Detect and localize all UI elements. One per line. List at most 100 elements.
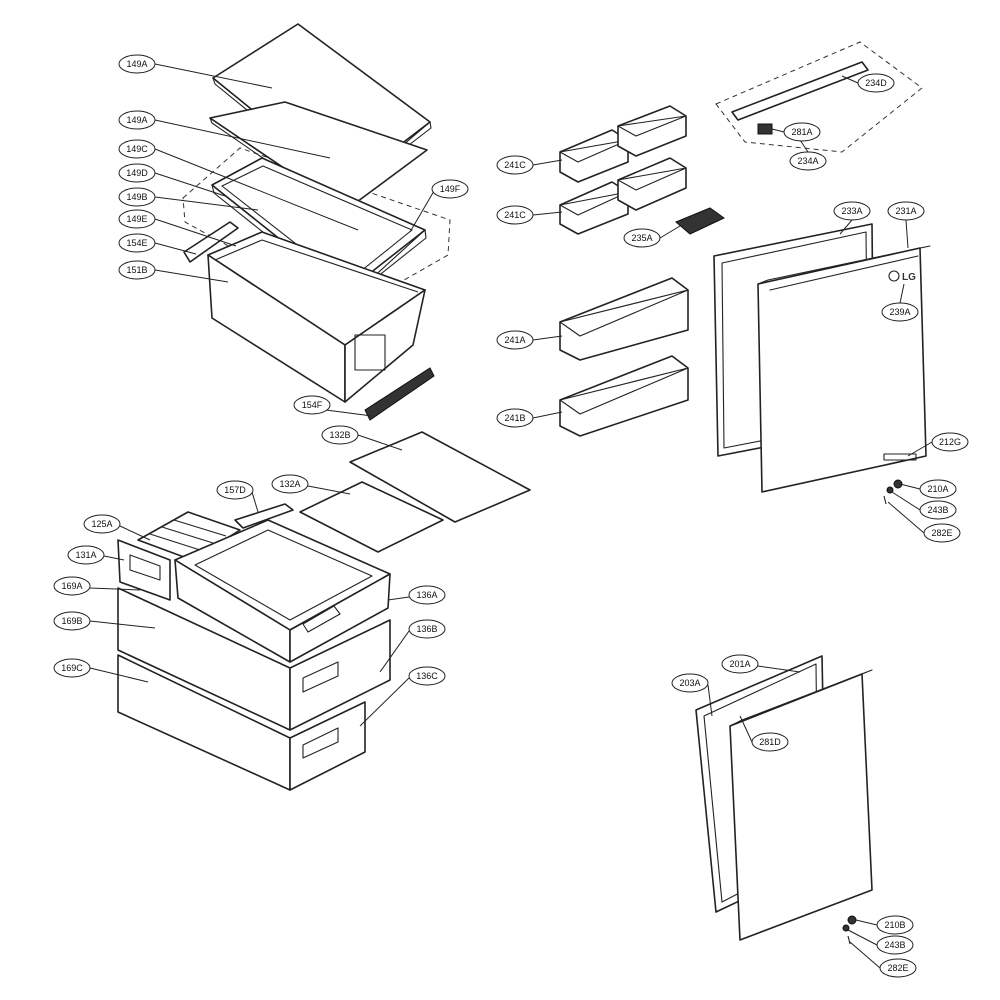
vent-grille — [364, 367, 435, 421]
callout-bubbles: 149A 149A 149C 149D 149B 149E 154E 151B … — [53, 54, 969, 978]
fresh-food-door: LG — [713, 223, 931, 505]
svg-text:282E: 282E — [931, 528, 952, 538]
leader-line — [154, 218, 237, 247]
svg-text:132B: 132B — [329, 430, 350, 440]
drawer-bottom-side — [289, 701, 366, 791]
door-bin-small-2 — [617, 105, 687, 157]
leader-line — [89, 587, 141, 591]
leader-line — [841, 75, 859, 84]
leader-line — [307, 485, 351, 495]
callout-212g: 212G — [931, 432, 969, 452]
svg-text:203A: 203A — [679, 678, 700, 688]
leader-line — [89, 667, 149, 683]
svg-text:149C: 149C — [126, 144, 148, 154]
svg-text:149A: 149A — [126, 59, 147, 69]
hinge-210b — [847, 915, 857, 925]
leader-line — [887, 501, 925, 534]
callout-136b: 136B — [408, 619, 446, 639]
svg-text:169A: 169A — [61, 581, 82, 591]
leader-line — [359, 677, 410, 727]
callout-243b-lower: 243B — [876, 935, 914, 955]
svg-text:149D: 149D — [126, 168, 148, 178]
leader-line — [532, 159, 563, 166]
svg-text:234D: 234D — [865, 78, 887, 88]
callout-282e-upper: 282E — [923, 523, 961, 543]
callout-234a: 234A — [789, 151, 827, 171]
callout-234d: 234D — [857, 73, 895, 93]
callout-149d: 149D — [118, 163, 156, 183]
leader-line — [532, 335, 563, 341]
hinge-cap-281a — [757, 123, 773, 135]
leader-line — [771, 128, 785, 133]
callout-201a: 201A — [721, 654, 759, 674]
callout-210b: 210B — [876, 915, 914, 935]
leader-line — [849, 941, 881, 969]
svg-text:239A: 239A — [889, 307, 910, 317]
callout-136c: 136C — [408, 666, 446, 686]
door-panel-upper — [757, 247, 927, 493]
callout-241a: 241A — [496, 330, 534, 350]
callout-154f: 154F — [293, 395, 331, 415]
leader-line — [154, 148, 359, 231]
leader-line — [905, 219, 909, 249]
svg-text:241B: 241B — [504, 413, 525, 423]
drawer-top-side — [289, 573, 391, 663]
callout-281d: 281D — [751, 732, 789, 752]
leader-line — [154, 63, 273, 89]
callout-149b: 149B — [118, 187, 156, 207]
door-bins — [559, 105, 725, 437]
leader-lines — [89, 63, 933, 969]
callout-281a: 281A — [783, 122, 821, 142]
svg-text:201A: 201A — [729, 659, 750, 669]
callout-149f: 149F — [431, 179, 469, 199]
callout-231a: 231A — [887, 201, 925, 221]
callout-282e-lower: 282E — [879, 958, 917, 978]
door-bin-large-a — [559, 277, 689, 361]
svg-text:282E: 282E — [887, 963, 908, 973]
callout-125a: 125A — [83, 514, 121, 534]
svg-text:132A: 132A — [279, 479, 300, 489]
svg-text:149A: 149A — [126, 115, 147, 125]
callout-241c-lower: 241C — [496, 205, 534, 225]
svg-text:281A: 281A — [791, 127, 812, 137]
callout-157d: 157D — [216, 480, 254, 500]
callout-241b: 241B — [496, 408, 534, 428]
callout-136a: 136A — [408, 585, 446, 605]
leader-line — [739, 715, 753, 743]
leader-line — [757, 665, 801, 673]
door-handle-212g — [883, 453, 917, 461]
callout-203a: 203A — [671, 673, 709, 693]
leader-line — [899, 283, 905, 304]
hinge-cover-boundary — [715, 41, 923, 153]
callout-235a: 235A — [623, 228, 661, 248]
leader-line — [409, 190, 435, 233]
leader-line — [154, 172, 226, 197]
hinge-cover-234d — [731, 61, 869, 121]
svg-text:151B: 151B — [126, 265, 147, 275]
callout-154e: 154E — [118, 233, 156, 253]
leader-line — [379, 630, 410, 673]
callout-132a: 132A — [271, 474, 309, 494]
glass-shelf-132b — [349, 431, 531, 523]
callout-243b-upper: 243B — [919, 500, 957, 520]
crisper-cover-assembly — [182, 23, 451, 421]
leader-line — [907, 441, 933, 457]
callout-151b: 151B — [118, 260, 156, 280]
drawer-assembly — [117, 503, 391, 791]
door-bin-small-4 — [617, 157, 687, 211]
svg-text:243B: 243B — [884, 940, 905, 950]
leader-line — [847, 929, 878, 946]
svg-text:243B: 243B — [927, 505, 948, 515]
svg-text:281D: 281D — [759, 737, 781, 747]
leader-line — [154, 269, 229, 283]
callout-210a: 210A — [919, 479, 957, 499]
leader-line — [855, 919, 878, 926]
divider-157d — [234, 503, 294, 529]
svg-text:149B: 149B — [126, 192, 147, 202]
crisper-cover-boundary — [182, 147, 451, 313]
svg-text:136A: 136A — [416, 590, 437, 600]
callout-131a: 131A — [67, 545, 105, 565]
leader-line — [325, 409, 373, 417]
svg-text:169C: 169C — [61, 663, 83, 673]
callout-149a-top: 149A — [118, 54, 156, 74]
